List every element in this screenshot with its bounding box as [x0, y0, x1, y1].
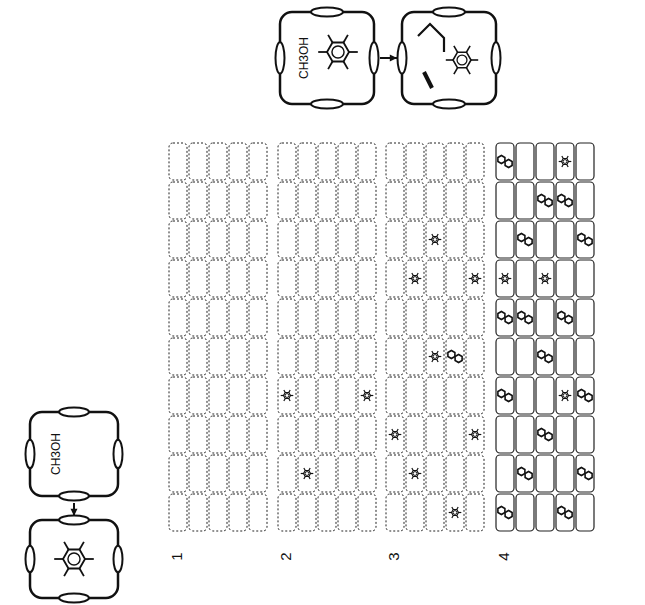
panel-number: 4 — [495, 552, 512, 560]
hexamethylbenzene — [301, 468, 314, 479]
polycyclic-aromatic — [538, 429, 552, 441]
propene — [418, 24, 444, 52]
hexamethylbenzene — [281, 390, 294, 401]
polycyclic-aromatic — [558, 507, 572, 519]
hexamethylbenzene — [54, 542, 94, 576]
polycyclic-aromatic — [578, 234, 592, 246]
hexamethylbenzene — [449, 507, 462, 518]
hexamethylbenzene — [446, 46, 478, 74]
pore-grid — [496, 143, 594, 531]
polycyclic-aromatic — [498, 312, 512, 324]
pore-grid — [169, 143, 267, 531]
reaction-arrow — [71, 503, 78, 516]
panel-number: 3 — [385, 552, 402, 560]
pore-grid — [278, 143, 376, 531]
molecule-label: CH3OH — [297, 37, 311, 79]
polycyclic-aromatic — [538, 351, 552, 363]
polycyclic-aromatic — [538, 195, 552, 207]
molecule-label: CH3OH — [49, 433, 63, 475]
hexamethylbenzene — [409, 468, 422, 479]
hexamethylbenzene — [429, 234, 442, 245]
polycyclic-aromatic — [558, 195, 572, 207]
hexamethylbenzene — [389, 429, 402, 440]
polycyclic-aromatic — [518, 468, 532, 480]
polycyclic-aromatic — [578, 390, 592, 402]
hexamethylbenzene — [539, 273, 552, 284]
hexamethylbenzene — [429, 351, 442, 362]
polycyclic-aromatic — [558, 312, 572, 324]
cage — [398, 8, 501, 109]
hexamethylbenzene — [318, 35, 358, 69]
pore-grid — [386, 143, 484, 531]
polycyclic-aromatic — [498, 507, 512, 519]
polycyclic-aromatic — [498, 390, 512, 402]
reaction-arrow — [380, 55, 397, 62]
hexamethylbenzene — [559, 156, 572, 167]
ethylene — [424, 72, 432, 88]
polycyclic-aromatic — [518, 312, 532, 324]
cage — [26, 408, 123, 501]
panel-number: 2 — [277, 552, 294, 560]
polycyclic-aromatic — [448, 351, 462, 363]
polycyclic-aromatic — [578, 468, 592, 480]
cage — [26, 516, 123, 603]
hexamethylbenzene — [499, 273, 512, 284]
hexamethylbenzene — [559, 390, 572, 401]
polycyclic-aromatic — [498, 156, 512, 168]
cage — [276, 8, 379, 109]
panel-number: 1 — [168, 552, 185, 560]
polycyclic-aromatic — [518, 234, 532, 246]
hexamethylbenzene — [361, 390, 374, 401]
hexamethylbenzene — [469, 429, 482, 440]
hexamethylbenzene — [409, 273, 422, 284]
hexamethylbenzene — [469, 273, 482, 284]
